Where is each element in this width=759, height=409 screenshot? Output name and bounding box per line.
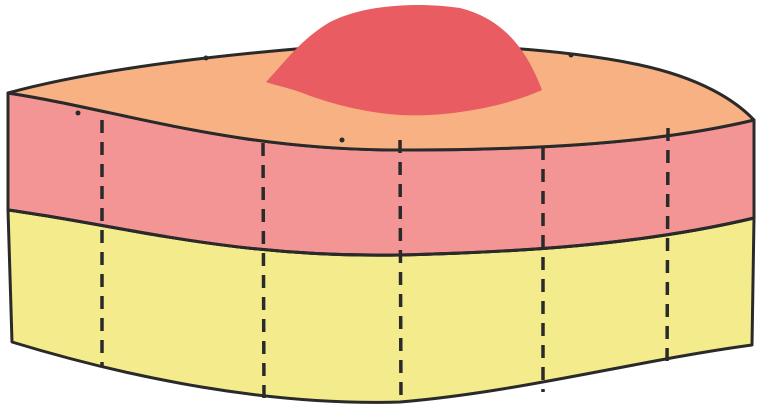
edge-marker (340, 138, 345, 143)
edge-marker (569, 53, 574, 58)
edge-marker (204, 56, 209, 61)
edge-marker (76, 111, 81, 116)
